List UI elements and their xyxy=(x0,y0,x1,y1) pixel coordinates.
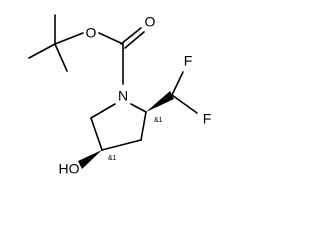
bond-ring-n-to-c5 xyxy=(90,103,116,119)
stereo-label-c4: &1 xyxy=(108,155,117,162)
bond-ring-c2-to-n xyxy=(130,103,147,113)
atom-label-carbonyl-oxygen: O xyxy=(145,14,156,30)
wedge-bond-c4-to-hydroxyl xyxy=(78,150,102,169)
atom-label-nitrogen: N xyxy=(118,88,128,104)
atom-label-fluorine-right: F xyxy=(203,111,212,127)
bond-ester-oxygen-to-carbonyl xyxy=(98,32,124,45)
bond-tbu-quaternary-to-methyl-left xyxy=(28,43,56,59)
atom-label-fluorine-top: F xyxy=(184,53,193,69)
stereo-label-c2: &1 xyxy=(154,117,163,124)
bond-chf2-to-fluorine-right xyxy=(171,94,198,114)
bond-carbonyl-double-b xyxy=(124,31,145,49)
bond-ring-c4-to-c3 xyxy=(101,139,142,151)
bond-chf2-to-fluorine-top xyxy=(171,71,184,96)
molecule-structure: O O N F F HO &1 &1 xyxy=(28,14,212,177)
atom-label-hydroxyl: HO xyxy=(59,161,80,177)
bond-ring-c5-to-c4 xyxy=(90,117,103,151)
bond-carbonyl-double-a xyxy=(120,27,142,45)
bond-ring-c3-to-c2 xyxy=(140,111,147,141)
wedge-bond-c2-to-chf2 xyxy=(146,91,174,112)
bond-tbu-to-ester-oxygen xyxy=(54,32,84,45)
bond-tbu-quaternary-to-methyl-bottom xyxy=(54,43,68,72)
atom-label-ester-oxygen: O xyxy=(86,25,97,41)
